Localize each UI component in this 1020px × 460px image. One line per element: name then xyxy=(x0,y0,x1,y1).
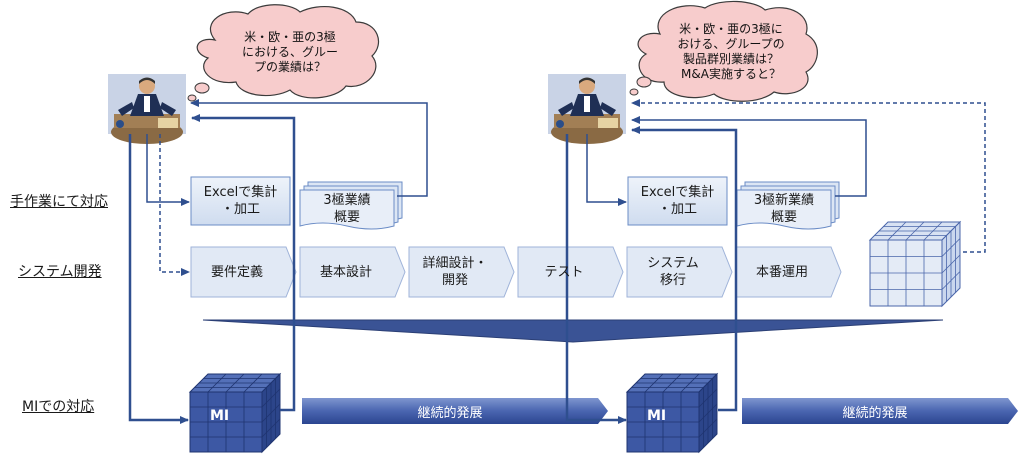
continuous-text-right: 継続的発展 xyxy=(842,405,908,421)
report-text-left: 3極業績 概要 xyxy=(323,193,371,225)
report-stack-left xyxy=(299,181,403,230)
report-stack-right xyxy=(736,181,840,230)
continuous-text-left: 継続的発展 xyxy=(417,405,483,421)
mi-label-right: MI xyxy=(647,408,667,424)
mi-label-left: MI xyxy=(210,408,230,424)
thought-cloud-right xyxy=(629,0,818,102)
data-cube-mi-left-icon xyxy=(188,372,282,454)
process-chevron-1 xyxy=(299,246,406,298)
process-label-0: 要件定義 xyxy=(210,264,263,280)
big-triangle-arrow xyxy=(202,319,944,343)
data-cube-light-icon xyxy=(868,220,962,308)
process-chevrons xyxy=(190,246,842,298)
report-text-right: 3極新業績 概要 xyxy=(753,193,815,225)
cloud-text-left: 米・欧・亜の3極 における、グルー プの業績は？ xyxy=(241,29,338,74)
connectors xyxy=(128,99,986,424)
process-label-2: 詳細設計・ 開発 xyxy=(422,256,488,288)
process-label-5: 本番運用 xyxy=(755,264,808,280)
businessman-right-icon xyxy=(548,74,626,144)
thought-cloud-left xyxy=(187,4,380,102)
continuous-bar-left xyxy=(302,398,608,424)
excel-box-left xyxy=(190,176,291,226)
businessman-left-icon xyxy=(108,74,186,144)
excel-text-right: Excelで集計 ・加工 xyxy=(640,185,715,217)
process-chevron-2 xyxy=(408,246,515,298)
process-label-3: テスト xyxy=(544,264,584,280)
data-cube-mi-right-icon xyxy=(625,372,719,454)
row-label-manual: 手作業にて対応 xyxy=(10,194,108,210)
process-label-4: システム 移行 xyxy=(647,256,699,288)
continuous-bar-right xyxy=(742,398,1018,424)
row-label-mi: MIでの対応 xyxy=(22,399,95,415)
row-label-system: システム開発 xyxy=(18,264,102,280)
process-chevron-0 xyxy=(190,246,297,298)
process-chevron-4 xyxy=(626,246,733,298)
excel-text-left: Excelで集計 ・加工 xyxy=(203,185,278,217)
excel-box-right xyxy=(627,176,728,226)
cloud-text-right: 米・欧・亜の3極に おける、グループの 製品群別業績は？ M&A実施すると？ xyxy=(677,22,785,81)
process-chevron-3 xyxy=(517,246,624,298)
process-label-1: 基本設計 xyxy=(319,264,372,280)
